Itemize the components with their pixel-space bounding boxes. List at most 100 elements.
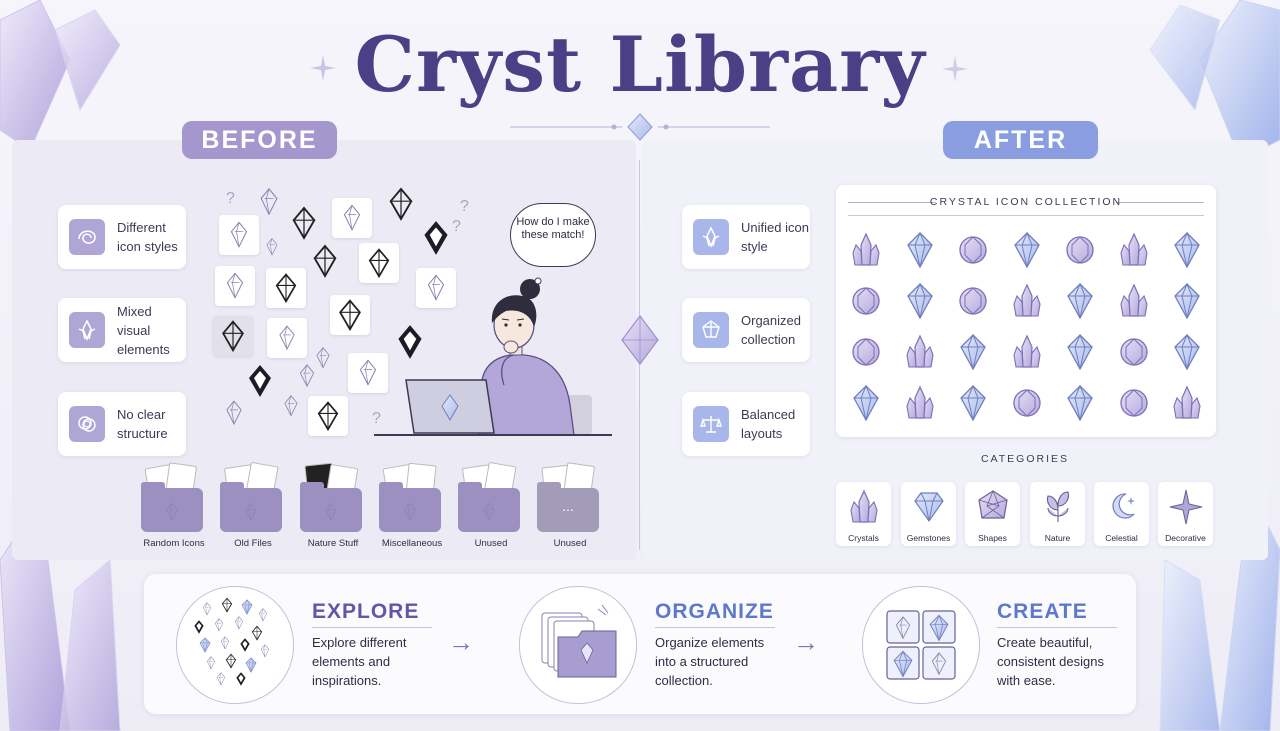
folder-old-files[interactable]: Old Files <box>220 461 286 549</box>
category-name: Crystals <box>848 533 879 543</box>
collection-crystal-icon[interactable] <box>957 282 989 320</box>
collection-crystal-icon[interactable] <box>1064 333 1096 371</box>
messy-icon-tile <box>219 215 259 255</box>
folder-miscellaneous[interactable]: Miscellaneous <box>379 462 445 549</box>
collection-crystal-icon[interactable] <box>1171 384 1203 422</box>
feature-text: Unified icon style <box>741 220 809 254</box>
explore-element-icon <box>240 638 249 651</box>
collection-crystal-icon[interactable] <box>850 333 882 371</box>
category-name: Celestial <box>1105 533 1138 543</box>
collection-crystal-icon[interactable] <box>1011 282 1043 320</box>
category-nature[interactable]: Nature <box>1030 482 1085 546</box>
collection-crystal-icon[interactable] <box>1118 231 1150 269</box>
collection-crystal-icon[interactable] <box>904 333 936 371</box>
category-name: Decorative <box>1165 533 1206 543</box>
folder-random-icons[interactable]: Random Icons <box>141 462 207 549</box>
feature-card-unified-style: Unified icon style <box>682 205 810 269</box>
collection-crystal-icon[interactable] <box>1064 231 1096 269</box>
collection-crystal-icon[interactable] <box>850 282 882 320</box>
category-crystals[interactable]: Crystals <box>836 482 891 546</box>
collection-crystal-icon[interactable] <box>904 384 936 422</box>
messy-crystal-icon <box>386 186 416 222</box>
leaf-icon <box>1046 491 1069 522</box>
balance-scale-icon <box>693 406 729 442</box>
feature-text: No clear structure <box>117 407 168 441</box>
collection-crystal-icon[interactable] <box>850 384 882 422</box>
folder-name: Miscellaneous <box>381 538 443 549</box>
feature-card-organized-collection: Organized collection <box>682 298 810 362</box>
feature-text: Different icon styles <box>117 220 178 254</box>
collection-crystal-icon[interactable] <box>1118 333 1150 371</box>
folder-name: Random Icons <box>143 538 205 549</box>
question-mark-icon: ? <box>226 190 235 207</box>
collection-crystal-icon[interactable] <box>1171 282 1203 320</box>
category-decorative[interactable]: Decorative <box>1158 482 1213 546</box>
folder-unused-2[interactable]: ... Unused <box>537 462 603 549</box>
page-title: Cryst Library <box>354 20 926 109</box>
folder-name: Unused <box>474 538 508 549</box>
collection-crystal-icon[interactable] <box>957 333 989 371</box>
messy-icon-tile <box>213 316 253 356</box>
categories-title: CATEGORIES <box>980 453 1070 465</box>
collection-crystal-icon[interactable] <box>1064 384 1096 422</box>
confused-person-illustration <box>374 277 612 436</box>
folder-unused[interactable]: Unused <box>458 461 524 549</box>
collection-crystal-icon[interactable] <box>1171 231 1203 269</box>
step-text-organize: Organize elements into a structured coll… <box>655 635 765 688</box>
collection-crystal-icon[interactable] <box>904 282 936 320</box>
decorative-star-icon <box>1169 489 1202 525</box>
explore-element-icon <box>203 603 211 615</box>
ellipsis-icon: ... <box>562 498 574 514</box>
after-label: AFTER <box>943 121 1098 159</box>
crystals-icon <box>846 488 882 526</box>
messy-crystal-icon <box>255 185 283 219</box>
collection-crystal-icon[interactable] <box>1064 282 1096 320</box>
collection-crystal-icon[interactable] <box>904 231 936 269</box>
collection-crystal-icon[interactable] <box>1171 333 1203 371</box>
collection-crystal-icon[interactable] <box>1118 384 1150 422</box>
collection-crystal-icon[interactable] <box>1011 384 1043 422</box>
collection-crystal-icon[interactable] <box>1011 333 1043 371</box>
step-title-explore: EXPLORE <box>312 600 420 623</box>
explore-element-icon <box>221 637 229 649</box>
collection-crystal-icon[interactable] <box>850 231 882 269</box>
messy-icon-tile <box>330 295 370 335</box>
step-text-explore: Explore different elements and inspirati… <box>312 635 407 688</box>
feature-text: Mixed visual elements <box>117 303 170 357</box>
feature-card-different-styles: Different icon styles <box>58 205 186 269</box>
sparkle-icon <box>942 56 968 82</box>
feature-card-mixed-elements: Mixed visual elements <box>58 298 186 362</box>
geometric-shape-icon <box>977 490 1008 519</box>
tangle-icon <box>69 406 105 442</box>
messy-crystal-icon <box>263 236 281 258</box>
messy-crystal-icon <box>289 205 319 241</box>
category-shapes[interactable]: Shapes <box>965 482 1020 546</box>
feature-text: Organized collection <box>741 313 801 347</box>
feature-text: Balanced layouts <box>741 407 796 441</box>
collection-crystal-icon[interactable] <box>1011 231 1043 269</box>
corner-crystals-top-left <box>0 0 121 151</box>
collection-crystal-icon[interactable] <box>957 384 989 422</box>
messy-crystal-icon <box>221 398 247 428</box>
crystal-icon <box>69 312 105 348</box>
gem-icon <box>693 312 729 348</box>
corner-crystals-top-right <box>1149 0 1280 161</box>
explore-element-icon <box>222 598 231 611</box>
crystal-icon <box>693 219 729 255</box>
gem-icon <box>479 501 499 523</box>
gem-icon <box>321 501 341 523</box>
explore-element-icon <box>236 672 245 685</box>
collection-title: CRYSTAL ICON COLLECTION <box>929 196 1123 208</box>
folder-nature-stuff[interactable]: Nature Stuff <box>300 462 366 549</box>
explore-element-icon <box>215 619 223 631</box>
messy-icon-tile <box>348 353 388 393</box>
collection-crystal-icon[interactable] <box>1118 282 1150 320</box>
feature-card-balanced-layouts: Balanced layouts <box>682 392 810 456</box>
step-title-organize: ORGANIZE <box>655 600 774 623</box>
collection-crystal-icon[interactable] <box>957 231 989 269</box>
step-text-create: Create beautiful, consistent designs wit… <box>997 635 1104 688</box>
explore-element-icon <box>246 658 256 672</box>
category-gemstones[interactable]: Gemstones <box>901 482 956 546</box>
explore-element-icon <box>259 609 267 621</box>
category-celestial[interactable]: Celestial <box>1094 482 1149 546</box>
